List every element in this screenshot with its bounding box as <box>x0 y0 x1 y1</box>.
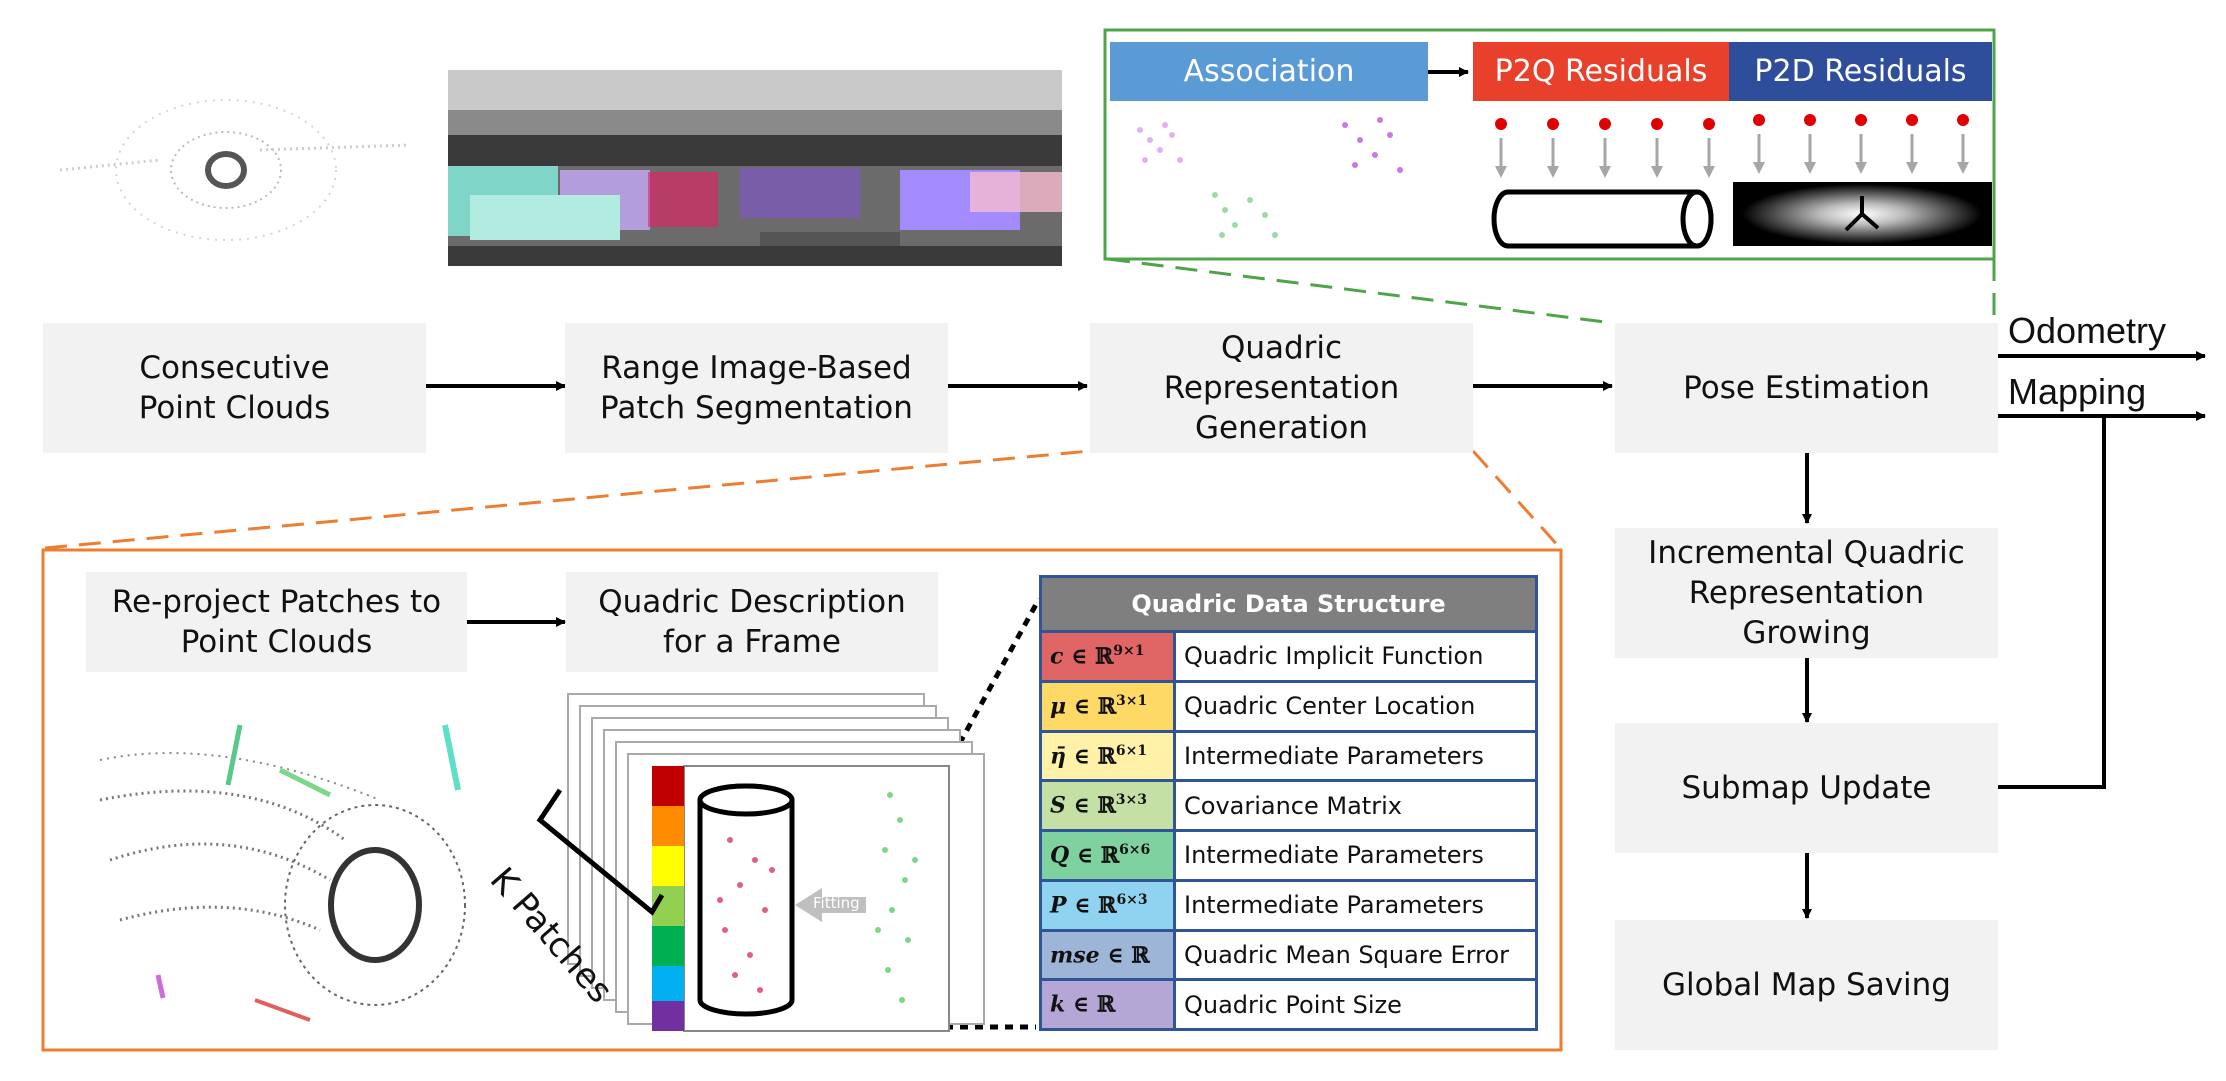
symbol: S <box>1050 792 1066 819</box>
table-symbol-cell: P ∈ ℝ6×3 <box>1039 878 1176 932</box>
symbol-dimension: 3×3 <box>1115 792 1147 809</box>
table-description-cell: Quadric Point Size <box>1173 978 1538 1031</box>
incremental-growing-box: Incremental Quadric Representation Growi… <box>1615 528 1998 658</box>
global-map-saving-label: Global Map Saving <box>1662 967 1951 1003</box>
pose-estimation-box: Pose Estimation <box>1615 323 1998 453</box>
table-description-cell: Intermediate Parameters <box>1173 729 1538 783</box>
symbol-dimension: 6×1 <box>1115 742 1148 759</box>
reproject-patches-label: Re-project Patches to Point Clouds <box>111 584 442 660</box>
table-description-cell: Quadric Center Location <box>1173 679 1538 733</box>
table-description-cell: Covariance Matrix <box>1173 779 1538 832</box>
symbol-dimension: 9×1 <box>1113 643 1145 660</box>
point-cloud-thumbnail <box>59 99 411 241</box>
symbol-dimension: 3×1 <box>1116 692 1148 709</box>
p2d-residual-illustration <box>1733 114 1992 246</box>
submap-feedback-line <box>1998 416 2106 789</box>
symbol: c <box>1050 643 1064 670</box>
symbol-domain: ∈ ℝ <box>1065 991 1116 1018</box>
pose-detail-frame <box>1103 28 1996 261</box>
table-symbol-cell: S ∈ ℝ3×3 <box>1039 779 1176 832</box>
symbol: Q <box>1050 842 1070 869</box>
quadric-description-label: Quadric Description for a Frame <box>598 584 906 660</box>
symbol: mse <box>1050 942 1100 969</box>
table-symbol-cell: k ∈ ℝ <box>1039 978 1176 1031</box>
symbol-dimension: 6×6 <box>1119 842 1151 859</box>
table-title: Quadric Data Structure <box>1039 575 1538 633</box>
submap-update-label: Submap Update <box>1681 770 1932 806</box>
segmented-point-cloud <box>99 724 466 1022</box>
symbol-dimension: 6×3 <box>1116 891 1148 908</box>
table-symbol-cell: η̄ ∈ ℝ6×1 <box>1039 729 1176 783</box>
quadric-detail-frame <box>41 548 1563 1052</box>
quadric-description-box: Quadric Description for a Frame <box>566 572 938 672</box>
symbol: k <box>1050 991 1066 1018</box>
p2d-residuals-header: P2D Residuals <box>1729 42 1992 101</box>
table-description-cell: Intermediate Parameters <box>1173 878 1538 932</box>
symbol: P <box>1050 892 1067 919</box>
table-description-cell: Quadric Mean Square Error <box>1173 928 1538 982</box>
symbol-domain: ∈ ℝ <box>1063 643 1114 670</box>
table-symbol-cell: c ∈ ℝ9×1 <box>1039 630 1176 683</box>
fitting-arrow <box>795 888 866 922</box>
symbol-domain: ∈ ℝ <box>1069 842 1120 869</box>
mapping-label: Mapping <box>2008 371 2147 412</box>
incremental-growing-label: Incremental Quadric Representation Growi… <box>1648 535 1965 651</box>
reproject-patches-box: Re-project Patches to Point Clouds <box>86 572 467 672</box>
table-symbol-cell: μ ∈ ℝ3×1 <box>1039 679 1176 733</box>
range-segmentation-box: Range Image-Based Patch Segmentation <box>565 323 948 453</box>
quadric-generation-box: Quadric Representation Generation <box>1090 323 1473 453</box>
table-symbol-cell: Q ∈ ℝ6×6 <box>1039 829 1176 882</box>
table-description-cell: Intermediate Parameters <box>1173 829 1538 882</box>
submap-update-box: Submap Update <box>1615 723 1998 853</box>
table-description-cell: Quadric Implicit Function <box>1173 630 1538 683</box>
patch-stack <box>536 693 985 1032</box>
pose-estimation-label: Pose Estimation <box>1683 370 1930 406</box>
consecutive-point-clouds-label: Consecutive Point Clouds <box>138 350 331 426</box>
fitting-label: Fitting <box>813 894 860 912</box>
global-map-saving-box: Global Map Saving <box>1615 920 1998 1050</box>
consecutive-point-clouds-box: Consecutive Point Clouds <box>43 323 426 453</box>
p2q-residuals-header: P2Q Residuals <box>1473 42 1729 101</box>
quadric-generation-label: Quadric Representation Generation <box>1163 330 1400 446</box>
symbol: η̄ <box>1050 743 1066 770</box>
range-segmentation-label: Range Image-Based Patch Segmentation <box>600 350 913 426</box>
symbol-domain: ∈ ℝ <box>1065 792 1116 819</box>
symbol-domain: ∈ ℝ <box>1066 743 1116 770</box>
symbol: μ <box>1050 693 1067 720</box>
odometry-label: Odometry <box>2008 310 2167 351</box>
table-symbol-cell: mse ∈ ℝ <box>1039 928 1176 982</box>
association-header: Association <box>1110 42 1428 101</box>
symbol-domain: ∈ ℝ <box>1099 942 1150 969</box>
range-image <box>448 70 1062 266</box>
symbol-domain: ∈ ℝ <box>1066 892 1117 919</box>
association-clusters <box>1137 117 1403 238</box>
p2q-residual-illustration <box>1491 118 1715 249</box>
symbol-domain: ∈ ℝ <box>1066 693 1116 720</box>
